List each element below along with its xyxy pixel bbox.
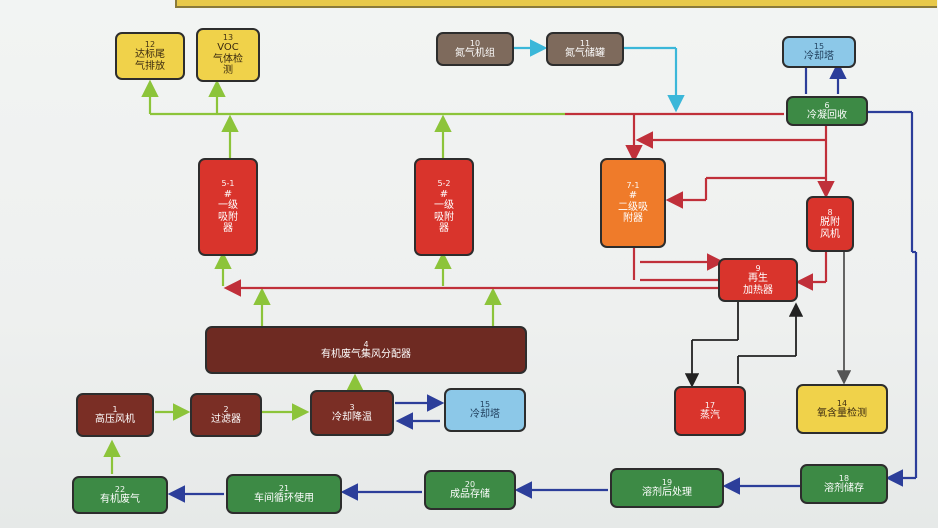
node-5-2-adsorber: 5-2 # 一级 吸附 器 xyxy=(414,158,474,256)
black-steam-lines xyxy=(684,302,804,388)
node-label: 冷却塔 xyxy=(470,408,500,420)
node-number: 19 xyxy=(661,477,673,487)
node-label: 高压风机 xyxy=(95,413,135,425)
node-number: 12 xyxy=(144,39,156,49)
top-banner-edge xyxy=(175,0,937,8)
node-21-workshop-recycle: 21 车间循环使用 xyxy=(226,474,342,514)
node-number: 15 xyxy=(479,399,491,409)
green-exhaust-lines xyxy=(103,79,565,474)
node-label: # 二级吸 附器 xyxy=(618,190,648,225)
node-label: 车间循环使用 xyxy=(254,492,314,504)
node-number: 18 xyxy=(838,473,850,483)
node-number: 6 xyxy=(824,100,830,110)
node-label: 再生 加热器 xyxy=(743,273,773,296)
node-number: 8 xyxy=(827,207,833,217)
node-15-cooling-tower-top: 15 冷却塔 xyxy=(782,36,856,68)
node-number: 9 xyxy=(755,263,761,273)
node-4-waste-gas-distributor: 4 有机废气集风分配器 xyxy=(205,326,527,374)
node-22-organic-waste-gas: 22 有机废气 xyxy=(72,476,168,514)
node-number: 5-1 xyxy=(221,179,235,189)
node-6-condensation-recovery: 6 冷凝回收 xyxy=(786,96,868,126)
node-number: 14 xyxy=(836,398,848,408)
node-10-nitrogen-unit: 10 氮气机组 xyxy=(436,32,514,66)
node-20-product-storage: 20 成品存储 xyxy=(424,470,516,510)
node-13-voc-detection: 13 VOC 气体检 测 xyxy=(196,28,260,82)
node-label: 过滤器 xyxy=(211,413,241,425)
node-label: 蒸汽 xyxy=(700,409,720,421)
node-8-desorption-fan: 8 脱附 风机 xyxy=(806,196,854,252)
blue-solvent-lines xyxy=(167,61,918,503)
node-number: 21 xyxy=(278,483,290,493)
node-17-steam: 17 蒸汽 xyxy=(674,386,746,436)
node-label: 氮气储罐 xyxy=(565,47,605,59)
node-label: VOC 气体检 测 xyxy=(213,42,243,77)
node-label: 冷却塔 xyxy=(804,50,834,62)
node-11-nitrogen-tank: 11 氮气储罐 xyxy=(546,32,624,66)
node-number: 22 xyxy=(114,484,126,494)
node-2-filter: 2 过滤器 xyxy=(190,393,262,437)
node-number: 2 xyxy=(223,404,229,414)
node-label: 氧含量检测 xyxy=(817,407,867,419)
node-label: 有机废气 xyxy=(100,493,140,505)
node-19-solvent-post-treatment: 19 溶剂后处理 xyxy=(610,468,724,508)
node-number: 1 xyxy=(112,404,118,414)
node-label: 成品存储 xyxy=(450,488,490,500)
node-number: 13 xyxy=(222,33,234,43)
node-number: 11 xyxy=(579,38,591,48)
node-9-regeneration-heater: 9 再生 加热器 xyxy=(718,258,798,302)
node-label: 脱附 风机 xyxy=(820,217,840,240)
node-number: 10 xyxy=(469,38,481,48)
node-number: 5-2 xyxy=(437,179,451,189)
node-number: 3 xyxy=(349,402,355,412)
cyan-nitrogen-lines xyxy=(514,39,685,113)
node-number: 17 xyxy=(704,400,716,410)
node-number: 20 xyxy=(464,479,476,489)
node-label: 达标尾 气排放 xyxy=(135,49,165,72)
red-regeneration-lines xyxy=(223,112,835,297)
node-14-oxygen-detection: 14 氧含量检测 xyxy=(796,384,888,434)
node-5-1-adsorber: 5-1 # 一级 吸附 器 xyxy=(198,158,258,256)
node-label: 溶剂后处理 xyxy=(642,486,692,498)
node-7-1-secondary-adsorber: 7-1 # 二级吸 附器 xyxy=(600,158,666,248)
node-number: 7-1 xyxy=(626,181,640,191)
node-number: 4 xyxy=(363,339,369,349)
node-18-solvent-storage: 18 溶剂储存 xyxy=(800,464,888,504)
node-1-high-pressure-fan: 1 高压风机 xyxy=(76,393,154,437)
node-label: 氮气机组 xyxy=(455,47,495,59)
node-12-exhaust-discharge: 12 达标尾 气排放 xyxy=(115,32,185,80)
node-3-cooling: 3 冷却降温 xyxy=(310,390,394,436)
node-label: 冷却降温 xyxy=(332,411,372,423)
node-label: # 一级 吸附 器 xyxy=(218,188,238,235)
node-number: 15 xyxy=(813,41,825,51)
node-label: 溶剂储存 xyxy=(824,482,864,494)
node-label: # 一级 吸附 器 xyxy=(434,188,454,235)
node-15-cooling-tower-bottom: 15 冷却塔 xyxy=(444,388,526,432)
node-label: 冷凝回收 xyxy=(807,109,847,121)
node-label: 有机废气集风分配器 xyxy=(321,348,411,360)
